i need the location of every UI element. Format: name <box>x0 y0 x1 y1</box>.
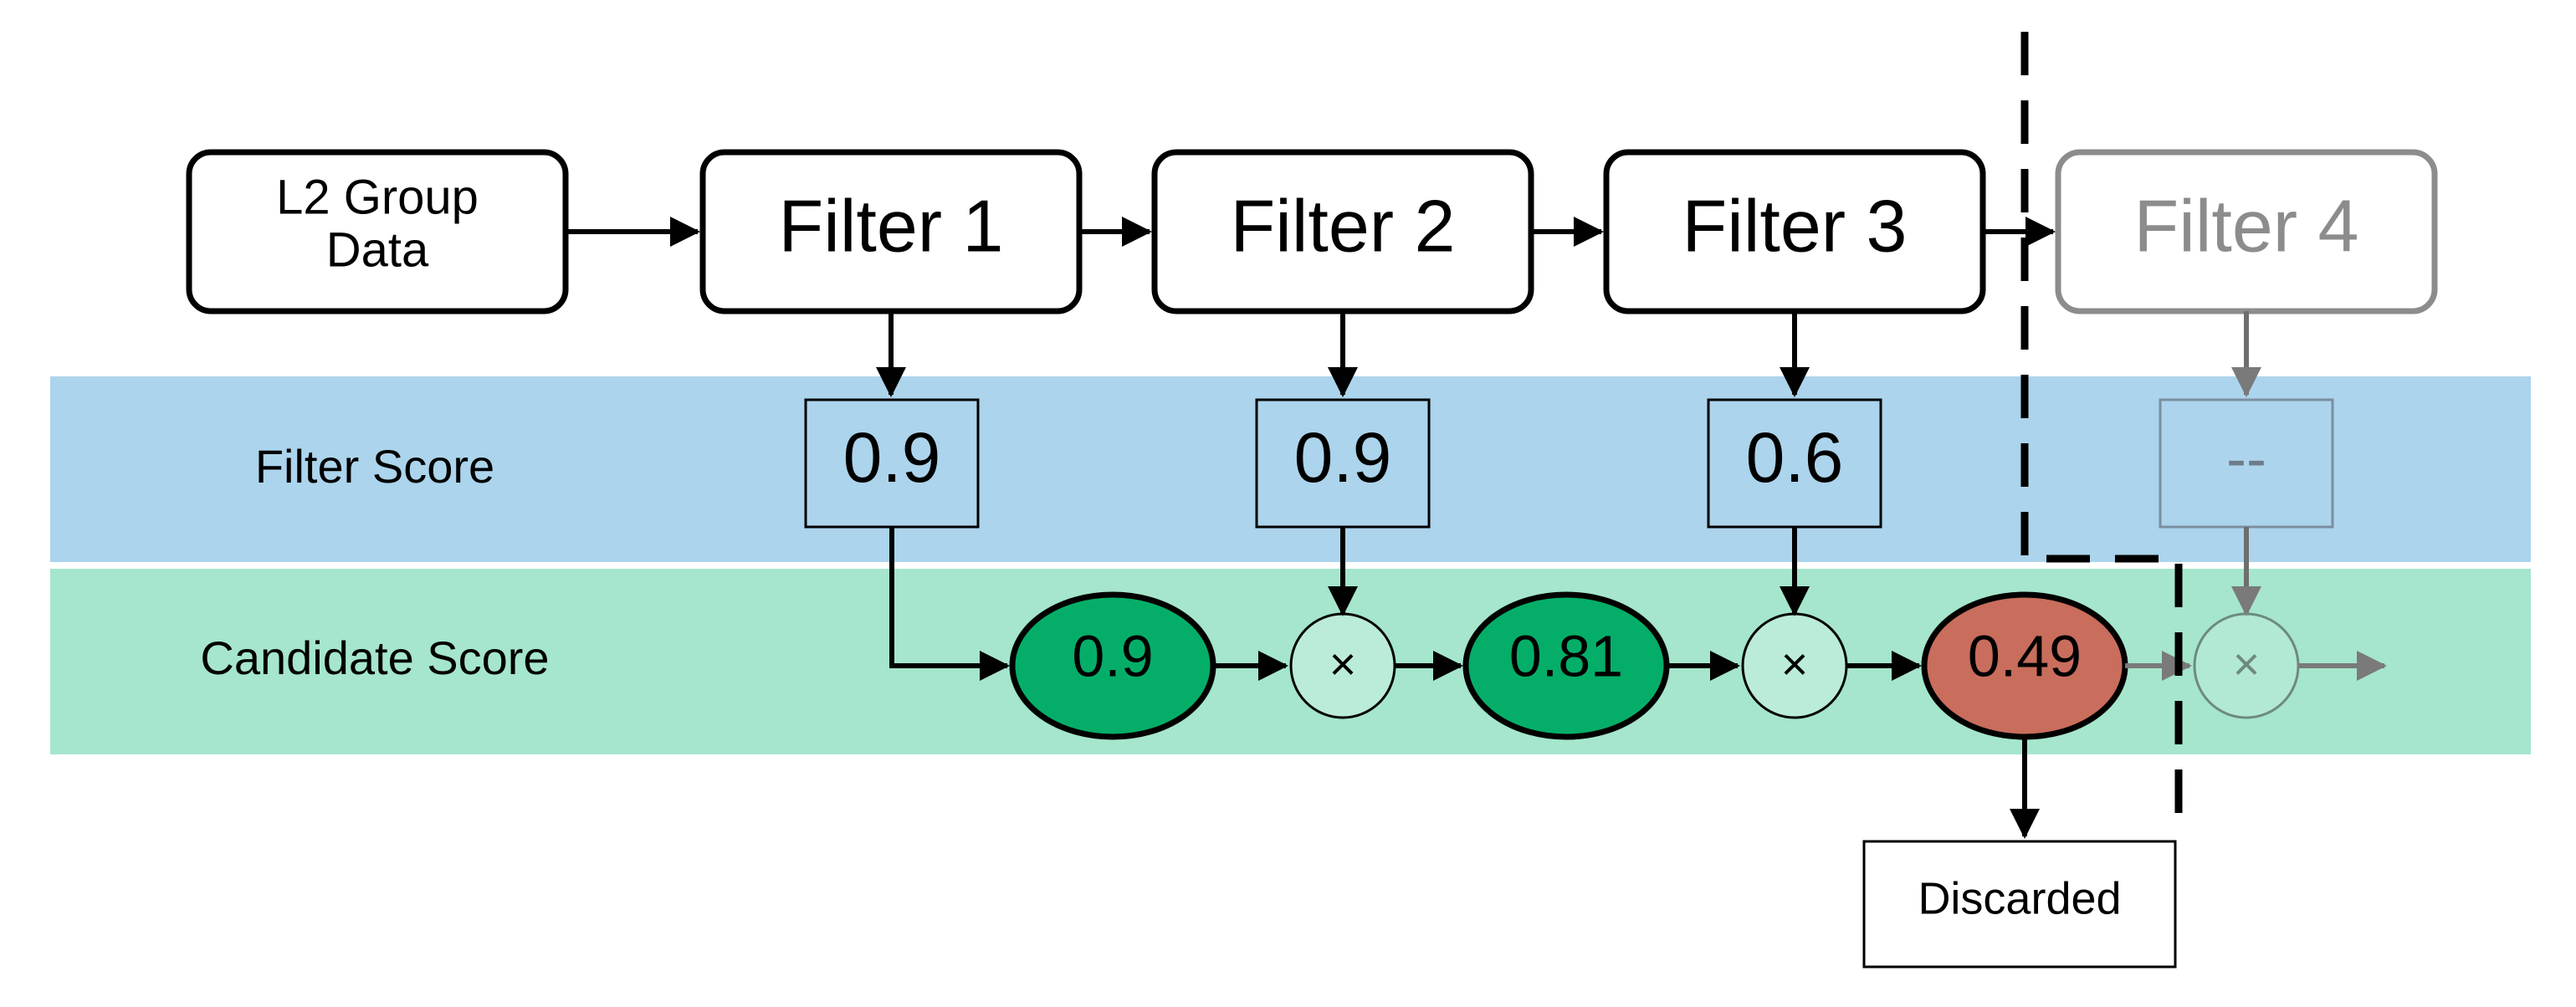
source-box-line-2: Data <box>326 222 429 277</box>
discarded-label: Discarded <box>1918 873 2121 923</box>
filter-score-4-value: -- <box>2226 426 2266 493</box>
filter-4-label: Filter 4 <box>2134 184 2359 267</box>
filter-score-box-4: -- <box>2159 398 2334 529</box>
candidate-score-label: Candidate Score <box>200 631 549 684</box>
candidate-score-3: 0.49 <box>1921 591 2128 740</box>
multiply-node-3: × <box>2193 612 2300 719</box>
filter-score-3-value: 0.6 <box>1746 418 1844 497</box>
multiply-node-1: × <box>1289 612 1396 719</box>
candidate-score-3-value: 0.49 <box>1968 623 2082 688</box>
filter-3-label: Filter 3 <box>1682 184 1908 267</box>
filter-box-1: Filter 1 <box>699 149 1083 314</box>
candidate-score-2-value: 0.81 <box>1509 623 1623 688</box>
filter-1-label: Filter 1 <box>779 184 1004 267</box>
filter-score-2-value: 0.9 <box>1294 418 1392 497</box>
filter-2-label: Filter 2 <box>1231 184 1456 267</box>
filter-score-label: Filter Score <box>255 440 494 493</box>
candidate-score-1: 0.9 <box>1009 591 1216 740</box>
source-box-line-1: L2 Group <box>276 170 479 224</box>
filter-score-box-2: 0.9 <box>1255 398 1431 529</box>
candidate-score-1-value: 0.9 <box>1072 623 1153 688</box>
multiply-symbol-2: × <box>1781 637 1809 690</box>
multiply-node-2: × <box>1741 612 1848 719</box>
filter-score-band <box>50 376 2531 562</box>
filter-box-3: Filter 3 <box>1603 149 1986 314</box>
filter-box-2: Filter 2 <box>1151 149 1534 314</box>
arrow-score1-to-candidate1 <box>889 527 1010 681</box>
filter-box-4: Filter 4 <box>2055 149 2438 314</box>
discarded-box: Discarded <box>1862 840 2177 969</box>
source-box: L2 Group Data <box>186 149 569 314</box>
multiply-symbol-1: × <box>1329 637 1357 690</box>
candidate-score-2: 0.81 <box>1462 591 1670 740</box>
filter-score-1-value: 0.9 <box>843 418 941 497</box>
multiply-symbol-3: × <box>2233 637 2261 690</box>
